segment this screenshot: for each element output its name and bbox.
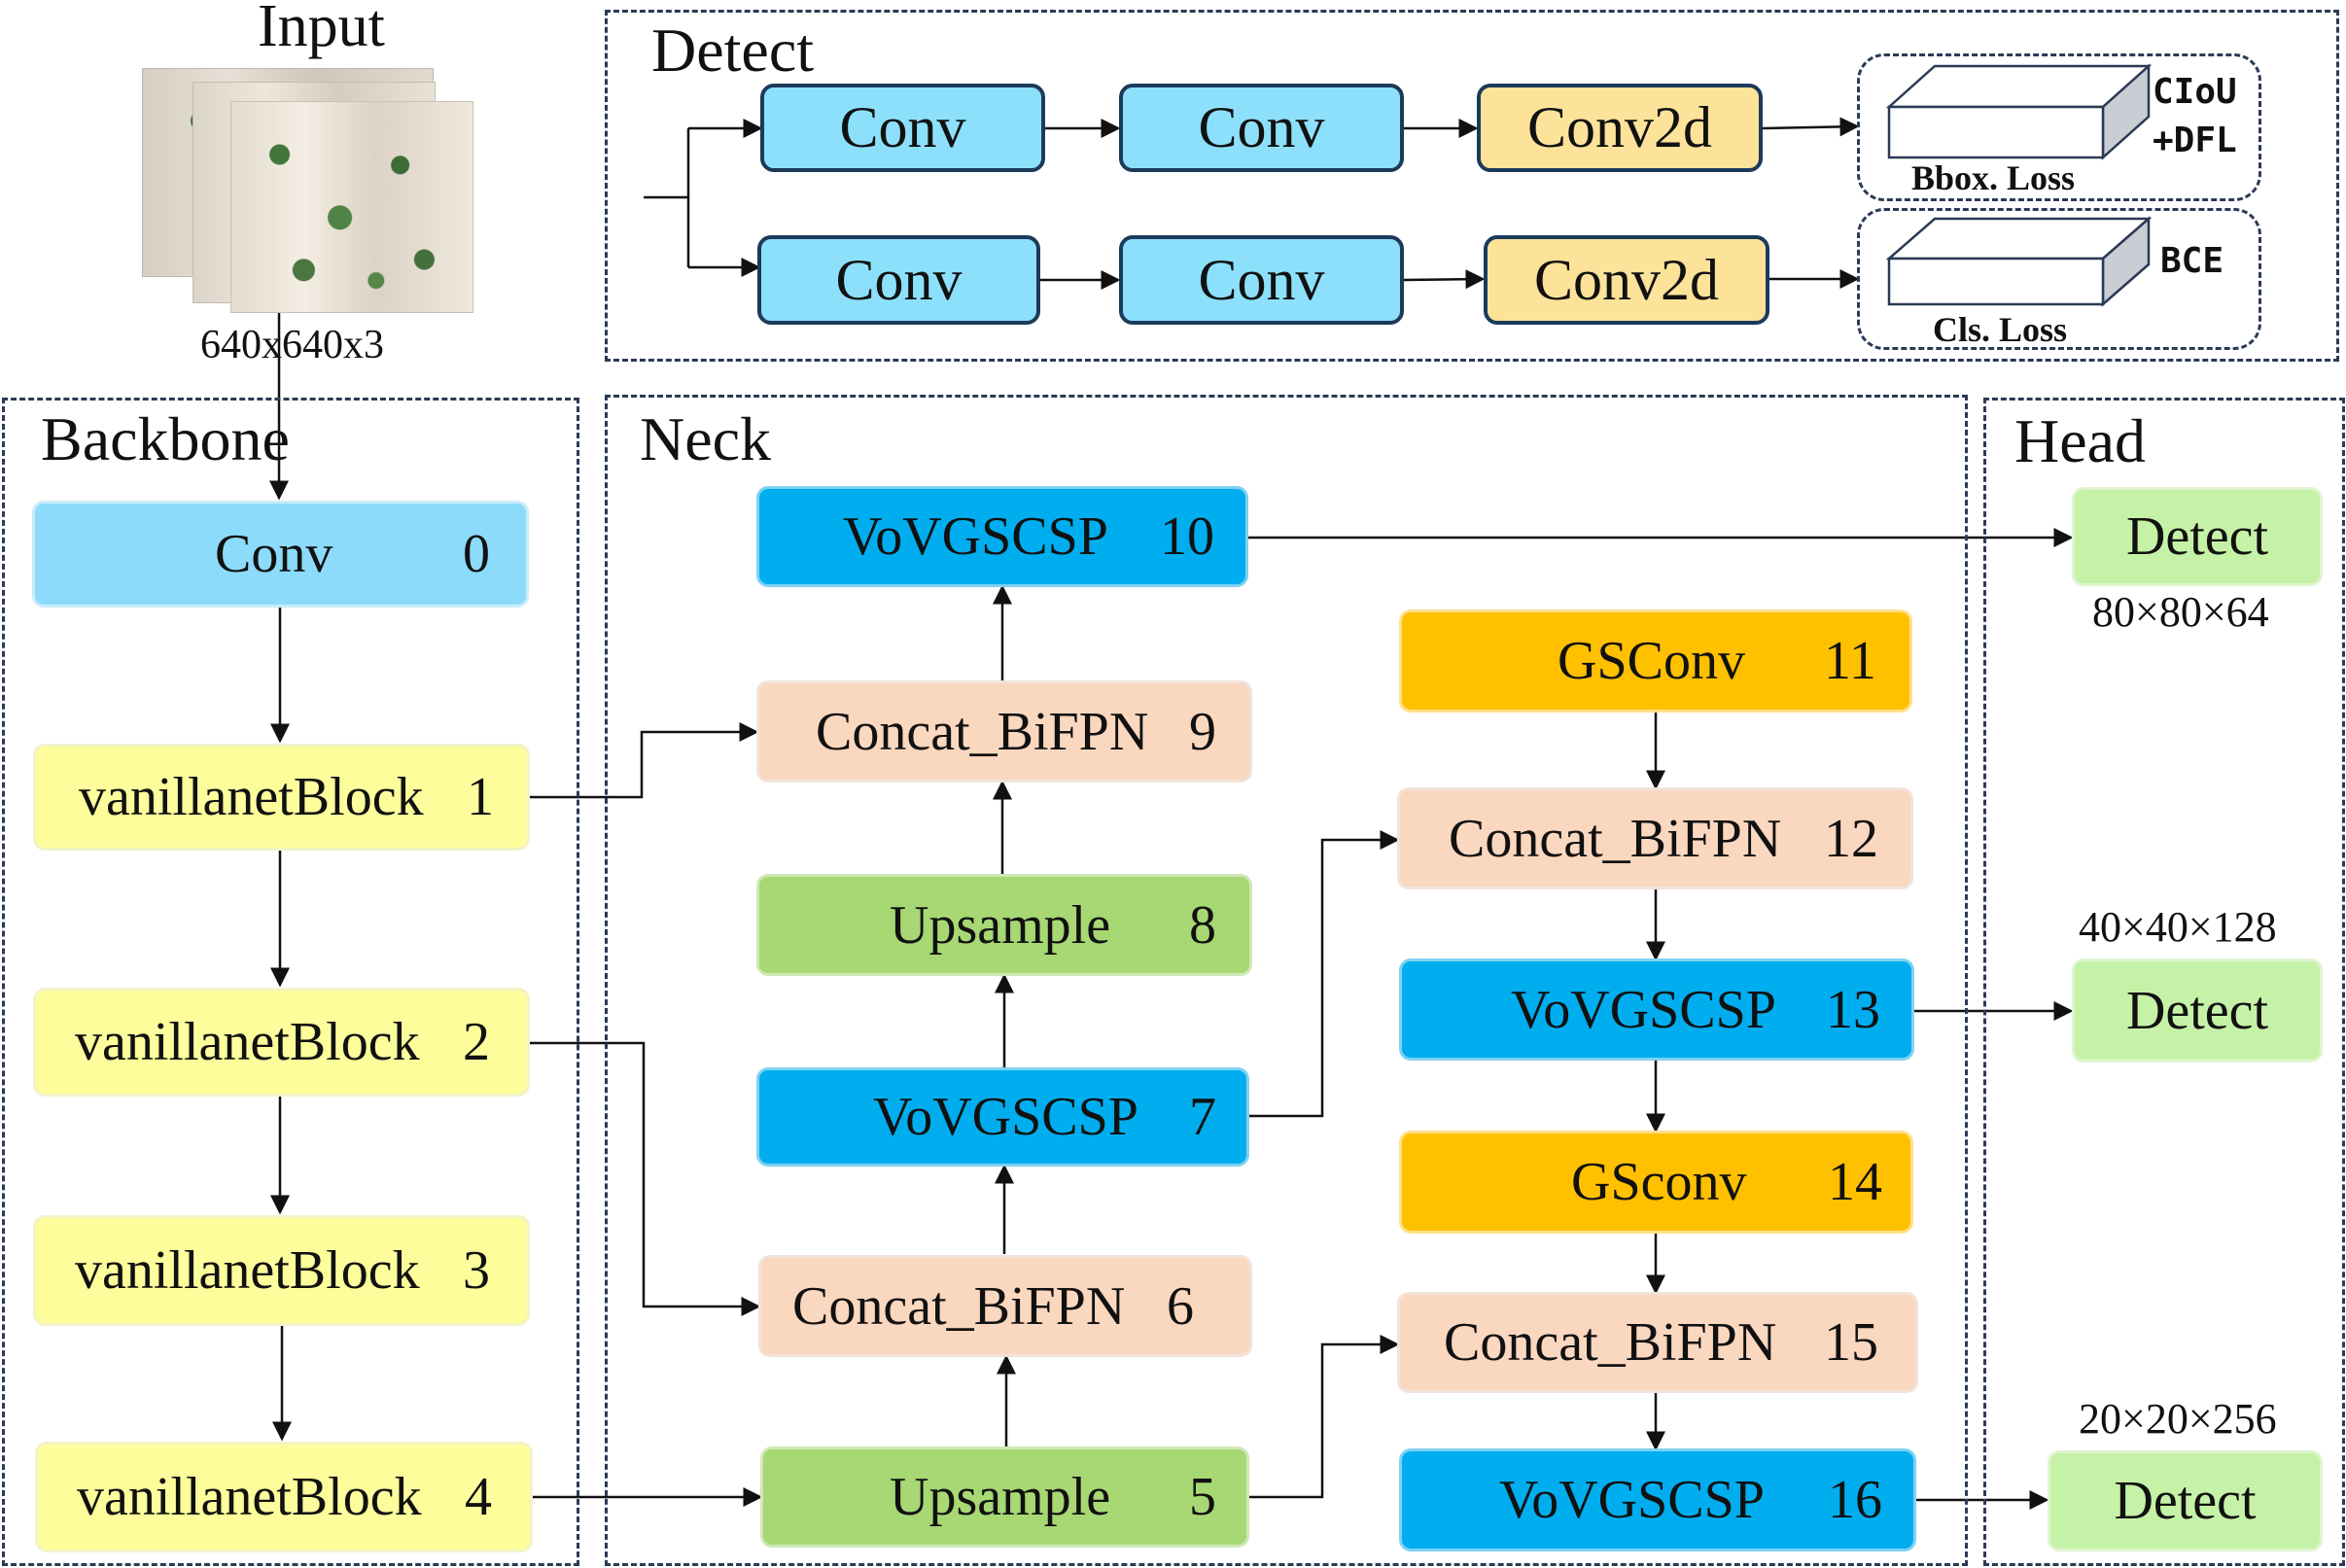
block-index: 4 — [465, 1467, 492, 1527]
backbone-panel — [2, 398, 579, 1566]
head-detect-3: Detect — [2048, 1450, 2323, 1551]
neck-block-7: VoVGSCSP 7 — [756, 1067, 1249, 1167]
neck-block-15: Concat_BiFPN 15 — [1397, 1292, 1918, 1393]
block-index: 0 — [463, 524, 490, 584]
neck-block-11: GSConv 11 — [1399, 610, 1912, 713]
block-index: 15 — [1824, 1312, 1878, 1373]
block-name: vanillanetBlock — [79, 767, 424, 827]
neck-block-16: VoVGSCSP 16 — [1399, 1448, 1916, 1551]
block-name: GSconv — [1571, 1152, 1747, 1212]
detect-panel — [605, 10, 2339, 362]
bbox-loss-name: CIoU +DFL — [2153, 68, 2237, 166]
neck-block-9: Concat_BiFPN 9 — [756, 680, 1252, 783]
cls-loss-name: BCE — [2160, 241, 2224, 281]
head-panel — [1983, 398, 2345, 1566]
neck-block-6: Concat_BiFPN 6 — [758, 1255, 1252, 1357]
head-detect-3-size: 20×20×256 — [2079, 1395, 2277, 1443]
backbone-block-0: Conv 0 — [32, 501, 529, 608]
backbone-block-4: vanillanetBlock 4 — [35, 1442, 533, 1552]
block-index: 7 — [1189, 1087, 1216, 1147]
neck-block-8: Upsample 8 — [756, 874, 1252, 976]
bbox-loss-panel — [1857, 53, 2261, 201]
block-name: Concat_BiFPN — [1449, 808, 1782, 869]
block-name: VoVGSCSP — [1511, 979, 1776, 1040]
neck-block-14: GSconv 14 — [1399, 1131, 1913, 1234]
input-title: Input — [258, 0, 385, 59]
detect-panel-title: Detect — [651, 16, 814, 85]
block-name: VoVGSCSP — [1499, 1470, 1765, 1530]
detect-row2-conv2d: Conv2d — [1484, 235, 1769, 325]
block-index: 16 — [1828, 1470, 1882, 1530]
block-name: VoVGSCSP — [843, 506, 1108, 567]
neck-block-10: VoVGSCSP 10 — [756, 486, 1248, 587]
detect-row1-conv2d: Conv2d — [1477, 84, 1763, 172]
head-detect-1: Detect — [2072, 487, 2323, 586]
block-name: vanillanetBlock — [75, 1240, 420, 1301]
block-index: 5 — [1189, 1467, 1216, 1527]
block-index: 14 — [1828, 1152, 1882, 1212]
neck-panel-title: Neck — [640, 404, 772, 473]
block-index: 1 — [467, 767, 494, 827]
block-name: Upsample — [890, 894, 1111, 956]
block-name: GSConv — [1558, 631, 1745, 691]
block-name: Concat_BiFPN — [792, 1275, 1126, 1337]
neck-panel — [605, 395, 1968, 1566]
block-name: Upsample — [890, 1467, 1111, 1527]
block-name: Concat_BiFPN — [816, 701, 1149, 762]
block-name: vanillanetBlock — [77, 1467, 422, 1527]
bbox-loss-label: Bbox. Loss — [1911, 158, 2076, 197]
neck-block-12: Concat_BiFPN 12 — [1397, 787, 1913, 889]
backbone-block-2: vanillanetBlock 2 — [33, 988, 530, 1097]
block-index: 6 — [1167, 1275, 1194, 1337]
detect-row2-conv-a: Conv — [757, 235, 1040, 325]
detect-row1-conv-a: Conv — [760, 84, 1045, 172]
block-index: 8 — [1189, 894, 1216, 956]
backbone-block-1: vanillanetBlock 1 — [33, 744, 530, 851]
cls-loss-panel — [1857, 208, 2261, 350]
head-panel-title: Head — [2014, 406, 2147, 475]
block-index: 9 — [1189, 701, 1216, 762]
detect-row2-conv-b: Conv — [1119, 235, 1404, 325]
block-name: vanillanetBlock — [75, 1012, 420, 1072]
bbox-loss-line1: CIoU — [2153, 72, 2237, 112]
block-name: Concat_BiFPN — [1444, 1312, 1777, 1373]
backbone-panel-title: Backbone — [41, 404, 290, 473]
block-index: 13 — [1826, 979, 1880, 1040]
cls-loss-label: Cls. Loss — [1933, 310, 2068, 349]
backbone-block-3: vanillanetBlock 3 — [33, 1215, 530, 1326]
head-detect-1-size: 80×80×64 — [2092, 588, 2269, 636]
block-index: 11 — [1824, 631, 1876, 691]
head-detect-2: Detect — [2072, 958, 2323, 1063]
block-index: 2 — [463, 1012, 490, 1072]
block-index: 12 — [1824, 808, 1878, 869]
block-name: Conv — [215, 524, 333, 584]
bbox-loss-line2: +DFL — [2153, 121, 2237, 161]
detect-row1-conv-b: Conv — [1119, 84, 1404, 172]
block-index: 3 — [463, 1240, 490, 1301]
neck-block-5: Upsample 5 — [760, 1446, 1249, 1548]
input-size-label: 640x640x3 — [200, 323, 384, 367]
block-name: VoVGSCSP — [873, 1087, 1138, 1147]
input-image-3 — [230, 101, 473, 313]
head-detect-2-size: 40×40×128 — [2079, 903, 2277, 951]
block-index: 10 — [1160, 506, 1214, 567]
neck-block-13: VoVGSCSP 13 — [1399, 958, 1914, 1061]
